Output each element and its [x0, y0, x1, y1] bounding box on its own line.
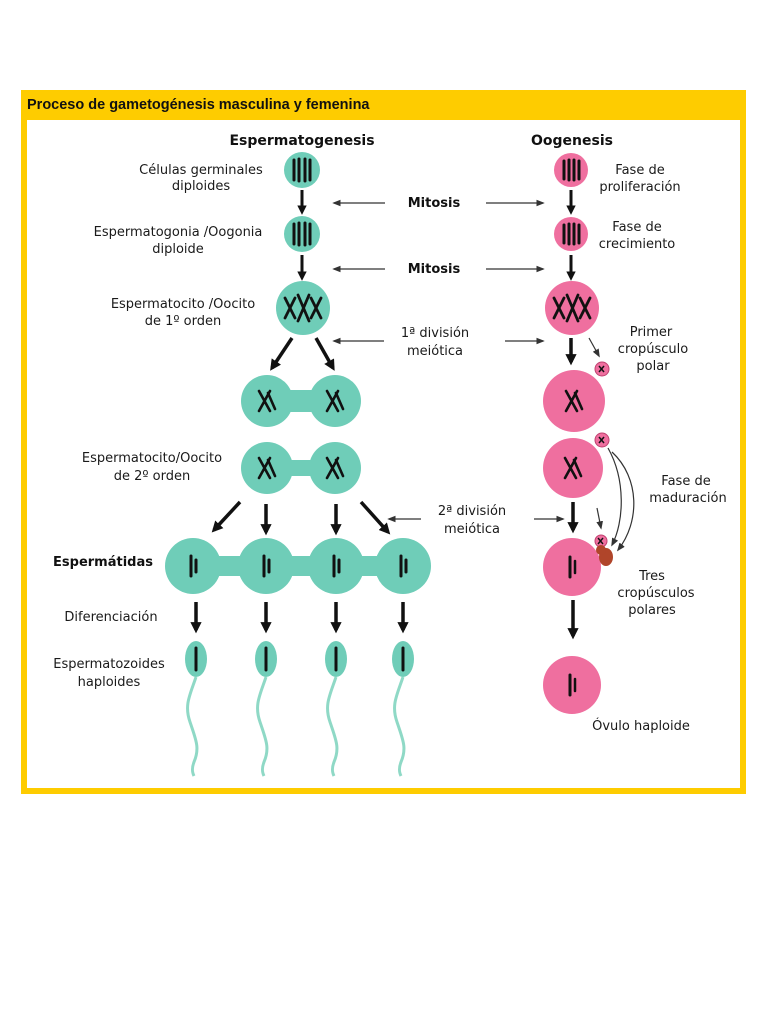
- arrow-split-right: [314, 337, 335, 371]
- label-spermatozoa-2: haploides: [78, 675, 141, 690]
- sperm-cell: [185, 641, 207, 777]
- label-growth: Fase de: [612, 220, 661, 235]
- differentiation-arrows: [190, 602, 409, 634]
- mature-ovum-with-polar-bodies: [543, 534, 613, 596]
- label-haploid-ovum: Óvulo haploide: [592, 718, 690, 734]
- label-spermatids: Espermátidas: [53, 555, 153, 570]
- label-meiosis-1b: meiótica: [407, 344, 463, 359]
- label-meiosis-1: 1ª división: [401, 326, 469, 341]
- label-first-polar-body-2: cropúsculo: [618, 342, 688, 357]
- label-proliferation: Fase de: [615, 163, 664, 178]
- primary-spermatocyte-cell: [276, 281, 330, 335]
- figure-frame: Proceso de gametogénesis masculina y fem…: [21, 90, 746, 794]
- label-secondary-spermatocyte: Espermatocito/Oocito: [82, 451, 222, 466]
- sperm-cell: [392, 641, 414, 777]
- label-three-polar-bodies-2: cropúsculos: [617, 586, 694, 601]
- label-growth-2: crecimiento: [599, 237, 676, 252]
- label-spermatogonia: Espermatogonia /Oogonia: [94, 225, 263, 240]
- label-spermatozoa: Espermatozoides: [53, 657, 165, 672]
- polar-body: [594, 432, 610, 448]
- arrow-to-polar-body: [588, 337, 600, 358]
- secondary-spermatocyte-dividing: [241, 375, 361, 427]
- label-primary-spermatocyte: Espermatocito /Oocito: [111, 297, 255, 312]
- label-maturation: Fase de: [661, 474, 710, 489]
- spermatogenesis-heading: Espermatogenesis: [229, 133, 374, 149]
- secondary-oocyte-cell: [543, 370, 605, 432]
- label-primary-spermatocyte-2: de 1º orden: [145, 314, 221, 329]
- oogonium-cell: [554, 153, 588, 187]
- label-germ-cells-2: diploides: [172, 179, 231, 194]
- label-meiosis-2: 2ª división: [438, 504, 506, 519]
- oogenesis-heading: Oogenesis: [531, 133, 613, 149]
- primary-oocyte-cell: [545, 281, 599, 335]
- label-differentiation: Diferenciación: [64, 610, 157, 625]
- secondary-spermatocyte-cell: [241, 442, 361, 494]
- maturation-arrow: [611, 451, 635, 552]
- growing-oocyte-cell: [554, 217, 588, 251]
- secondary-oocyte-cell-2: [543, 438, 603, 498]
- label-mitosis-2: Mitosis: [408, 262, 461, 277]
- arrow-split: [359, 500, 391, 535]
- figure-title: Proceso de gametogénesis masculina y fem…: [27, 97, 370, 113]
- haploid-ovum-cell: [543, 656, 601, 714]
- spermatogonium-cell: [284, 216, 320, 252]
- label-maturation-2: maduración: [649, 491, 726, 506]
- first-polar-body: [594, 361, 610, 377]
- label-spermatogonia-2: diploide: [152, 242, 204, 257]
- arrow-split: [211, 500, 242, 533]
- spermatids-chain: [165, 538, 431, 594]
- label-first-polar-body: Primer: [630, 325, 673, 340]
- label-mitosis-1: Mitosis: [408, 196, 461, 211]
- sperm-germ-cell: [284, 152, 320, 188]
- diagram-panel: [27, 120, 740, 788]
- label-secondary-spermatocyte-2: de 2º orden: [114, 469, 190, 484]
- label-meiosis-2b: meiótica: [444, 522, 500, 537]
- arrow-to-polar-bodies: [596, 507, 603, 530]
- sperm-cell: [325, 641, 347, 777]
- sperm-cell: [255, 641, 277, 777]
- label-three-polar-bodies-3: polares: [628, 603, 676, 618]
- maturation-arrow: [607, 447, 622, 547]
- label-germ-cells: Células germinales: [139, 163, 263, 178]
- label-first-polar-body-3: polar: [636, 359, 670, 374]
- arrow-split-left: [270, 337, 294, 371]
- label-proliferation-2: proliferación: [599, 180, 680, 195]
- label-three-polar-bodies: Tres: [638, 569, 665, 584]
